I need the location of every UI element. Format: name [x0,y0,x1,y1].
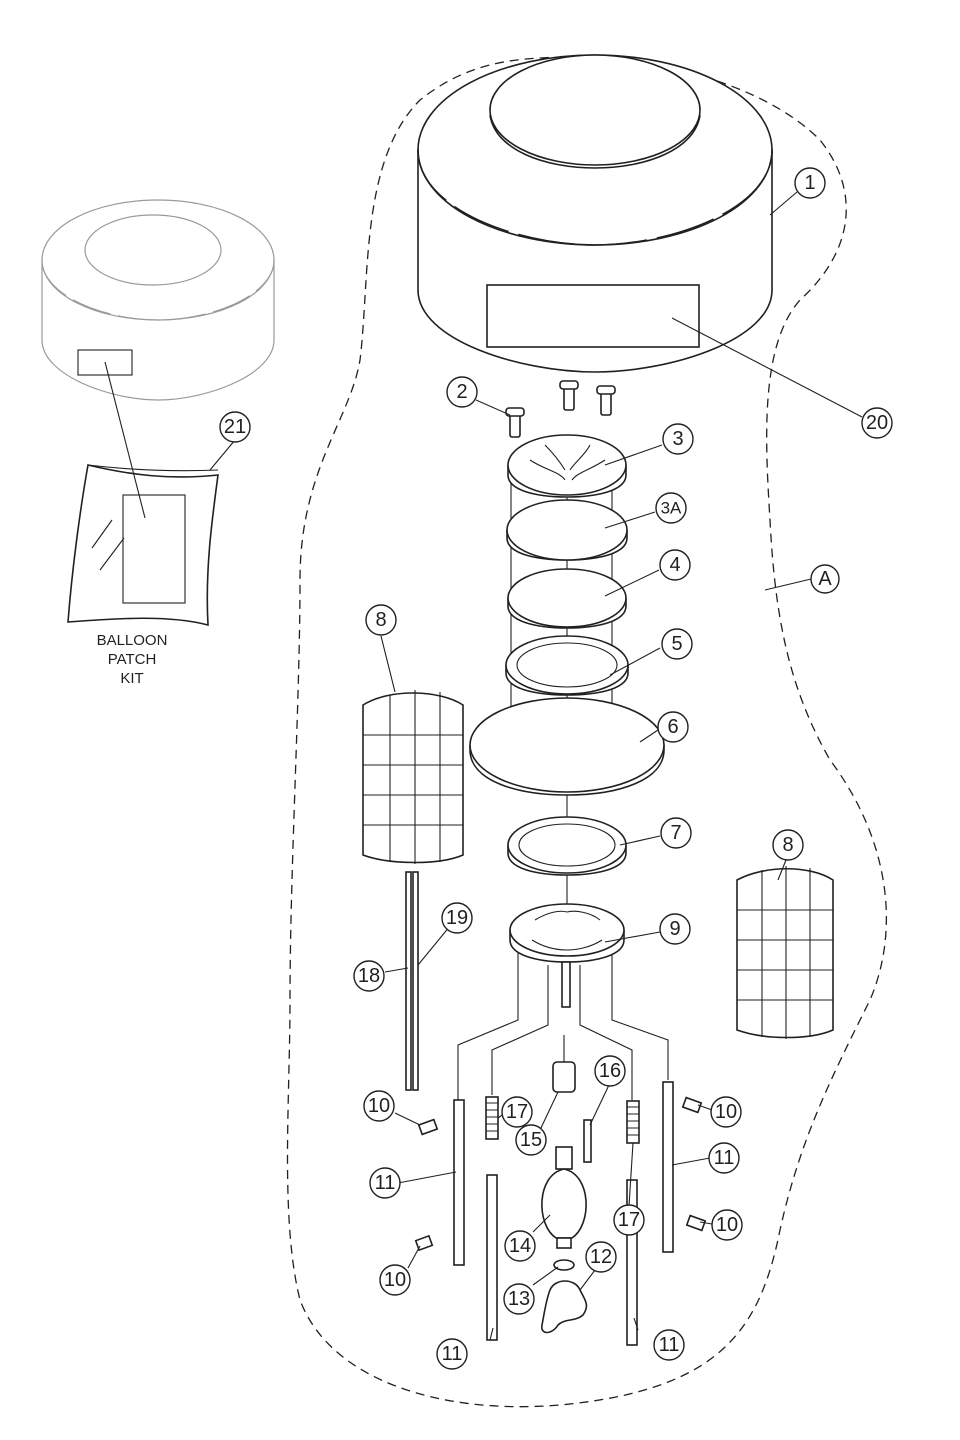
ring-part-5 [505,635,629,696]
svg-text:4: 4 [669,554,680,576]
svg-text:10: 10 [716,1214,738,1236]
callout-13: 13 [503,1283,535,1315]
callout-10-a: 10 [363,1090,395,1122]
svg-text:8: 8 [782,834,793,856]
spring-part-17-right [626,1100,640,1144]
svg-text:11: 11 [714,1147,735,1169]
bolt-part-10-d [685,1214,707,1232]
svg-text:18: 18 [358,965,380,987]
callout-16: 16 [594,1055,626,1087]
callout-11-a: 11 [369,1167,401,1199]
callout-10-b: 10 [379,1264,411,1296]
svg-text:11: 11 [375,1172,396,1194]
svg-text:8: 8 [375,609,386,631]
plate-part-6 [469,697,665,796]
callout-5: 5 [661,628,693,660]
patch-kit-caption-line2: PATCH [108,651,157,668]
svg-text:17: 17 [506,1101,528,1123]
svg-text:14: 14 [509,1235,531,1257]
svg-text:16: 16 [599,1060,621,1082]
svg-text:7: 7 [670,822,681,844]
socket-part-15 [552,1035,576,1093]
tube-part-11-left-back [453,1099,465,1266]
svg-text:12: 12 [590,1246,612,1268]
base-part-9 [509,903,625,1008]
svg-text:13: 13 [508,1288,530,1310]
tube-part-11-left-front [486,1174,498,1341]
svg-text:9: 9 [669,918,680,940]
svg-text:6: 6 [667,716,678,738]
bracket-part-12 [541,1280,588,1334]
cage-part-8-left [362,690,464,864]
bolt-part-10-c [681,1096,703,1114]
svg-text:5: 5 [671,633,682,655]
callout-6: 6 [657,711,689,743]
tube-part-11-right-front [626,1179,638,1346]
callout-10-d: 10 [711,1209,743,1241]
callout-19: 19 [441,902,473,934]
bolt-part-10-a [417,1118,439,1136]
svg-text:15: 15 [520,1129,542,1151]
callout-17-a: 17 [501,1096,533,1128]
callout-3a: 3A [655,492,687,524]
callout-12: 12 [585,1241,617,1273]
label-part-20 [486,284,700,348]
callout-14: 14 [504,1230,536,1262]
svg-text:2: 2 [456,381,467,403]
stud-part-16 [583,1119,592,1163]
svg-text:19: 19 [446,907,468,929]
cage-part-8-right [736,866,834,1039]
disc-part-4 [507,568,627,629]
spring-part-17-left [485,1096,499,1140]
disc-part-3a [506,499,628,561]
svg-text:17: 17 [618,1209,640,1231]
patch-kit-bag [67,361,219,627]
callout-11-b: 11 [708,1142,740,1174]
callout-4: 4 [659,549,691,581]
svg-text:10: 10 [368,1095,390,1117]
svg-text:11: 11 [659,1334,680,1356]
callout-17-b: 17 [613,1204,645,1236]
ghost-balloon [41,199,275,401]
svg-text:11: 11 [442,1343,463,1365]
washer-part-13 [553,1259,575,1271]
callout-21: 21 [219,411,251,443]
callout-8-right: 8 [772,829,804,861]
lamp-part-14 [541,1146,587,1249]
svg-text:3A: 3A [661,499,682,518]
rods-part-18-19 [405,871,419,1091]
screws-part-2 [505,380,616,438]
bolt-part-10-b [414,1234,434,1252]
svg-text:1: 1 [804,172,815,194]
patch-kit-caption-line3: KIT [120,670,143,687]
callout-11-c: 11 [653,1329,685,1361]
callout-18: 18 [353,960,385,992]
callout-1: 1 [794,167,826,199]
svg-text:20: 20 [866,412,888,434]
leader-lines [209,191,863,1341]
callout-20: 20 [861,407,893,439]
callout-2: 2 [446,376,478,408]
assembly-boundary-a [286,56,888,1408]
ring-part-7 [507,816,627,876]
callout-11-d: 11 [436,1338,468,1370]
callout-a: A [810,564,840,594]
patch-kit-caption-line1: BALLOON [97,632,168,649]
callout-9: 9 [659,913,691,945]
callout-8-left: 8 [365,604,397,636]
svg-text:A: A [818,568,832,590]
svg-text:3: 3 [672,428,683,450]
tube-part-11-right-back [662,1081,674,1253]
svg-text:10: 10 [384,1269,406,1291]
callout-3: 3 [662,423,694,455]
callout-15: 15 [515,1124,547,1156]
svg-text:21: 21 [224,416,246,438]
svg-text:10: 10 [715,1101,737,1123]
callout-7: 7 [660,817,692,849]
callout-10-c: 10 [710,1096,742,1128]
disc-part-3 [507,434,627,498]
